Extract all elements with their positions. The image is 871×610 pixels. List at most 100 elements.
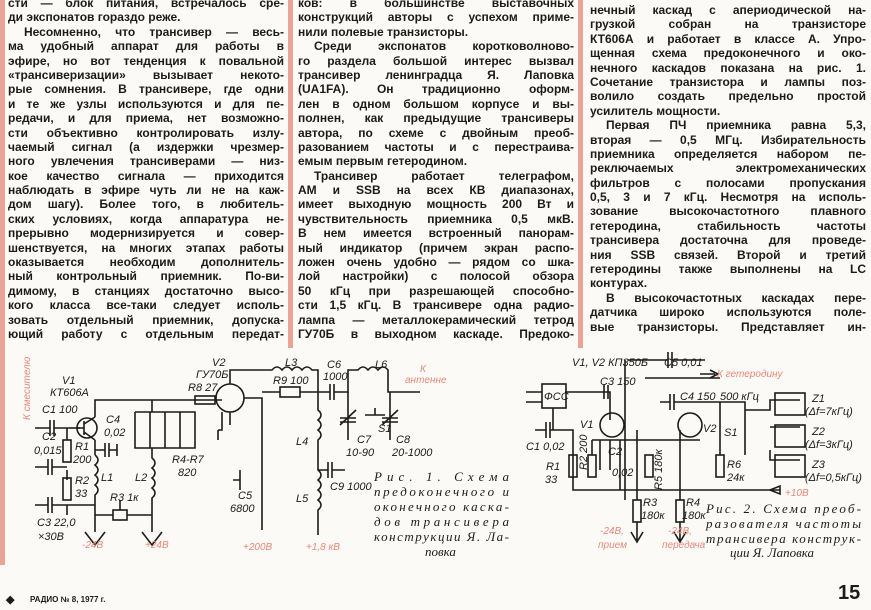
- c2-value: 0,02: [612, 467, 633, 479]
- c2-label: C2: [42, 431, 56, 443]
- c9-label: C9 1000: [330, 481, 372, 493]
- s1-label: S1: [378, 423, 391, 435]
- text-line: усилитель мощности.: [590, 103, 721, 118]
- text-line: AM и SSB на всех КВ диапазонах,: [298, 183, 574, 198]
- c5-label: C5: [238, 490, 253, 502]
- left-margin-bar: [0, 0, 5, 565]
- text-line: ющий работу с отдельным передат-: [8, 326, 284, 341]
- text-line: ложен очень удобно — рядом со шка-: [298, 255, 574, 270]
- text-line: прерывно модернизируется и совер-: [8, 226, 284, 241]
- receive-label: прием: [598, 540, 627, 551]
- z2-label: Z2: [811, 426, 825, 438]
- text-line: «трансиверизации» вызывает некото-: [8, 67, 284, 82]
- text-line: го раздела большой интерес вызвал: [298, 53, 574, 68]
- z2-bandwidth: (Δf=3кГц): [805, 439, 853, 451]
- text-line: лампа — металлокерамический тетрод: [298, 312, 574, 327]
- s1-label: S1: [724, 427, 737, 439]
- figure-1-caption-line: Рис. 1. Схема: [373, 469, 510, 484]
- plus-200v-label: +200В: [243, 542, 273, 553]
- c4-label: C4: [106, 414, 120, 426]
- text-line: гетеродины также выполнены на LC: [590, 262, 866, 277]
- c6-label: C6: [327, 359, 342, 371]
- r1-value: 33: [545, 474, 558, 486]
- text-line: полнен, как предыдущие трансиверы: [298, 111, 574, 126]
- r6-value: 24к: [726, 472, 745, 484]
- text-line: имеет выходную мощность 200 Вт и: [298, 197, 574, 212]
- l6-label: L6: [375, 359, 388, 371]
- c7-label: C7: [357, 434, 372, 446]
- text-line: волило создать предельно простой: [590, 89, 866, 104]
- text-line: конструкций авторы с успехом приме-: [298, 10, 574, 25]
- text-line: В нем имеется встроенный панорам-: [298, 226, 574, 241]
- transistors-label: V1, V2 КП350Б: [572, 357, 648, 369]
- text-line: ГУ70Б в выходном каскаде. Предоко-: [298, 326, 574, 341]
- c3-label: C3 22,0: [37, 517, 76, 529]
- text-line: лой настройки) с полосой обзора: [298, 269, 574, 284]
- r4-label: R4: [686, 497, 700, 509]
- text-line: автора, по схеме с двойным преоб-: [298, 125, 574, 140]
- text-line: Первая ПЧ приемника равна 5,3,: [606, 118, 866, 133]
- text-line: димому, в станциях достаточно высо-: [8, 283, 284, 298]
- figure-2-caption-line: разователя частоты: [705, 516, 861, 531]
- c1-label: C1 100: [42, 404, 78, 416]
- text-line: КТ606А и работает в классе А. Упро-: [590, 31, 866, 46]
- r5-label: R5 180к: [653, 449, 665, 490]
- text-line: нечный каскад с апериодической на-: [590, 3, 866, 17]
- text-line: ния SSB связей. Второй и третий: [590, 247, 866, 262]
- text-line: сти — блок питания, встречалось сре-: [8, 0, 284, 10]
- l4-label: L4: [296, 436, 308, 448]
- l1-label: L1: [101, 472, 113, 484]
- text-line: кое качество сигнала — приходится: [8, 168, 284, 183]
- z3-bandwidth: (Δf=0,5кГц): [805, 472, 862, 484]
- text-line: вторая — 0,5 МГц. Избирательность: [590, 132, 866, 147]
- r4-r7-value: 820: [178, 467, 197, 479]
- c8-value: 20-1000: [391, 447, 433, 459]
- text-line: ма удобный аппарат для работы в: [8, 39, 284, 54]
- text-line: щенная схема предоконечного и око-: [590, 46, 866, 61]
- c3-label: C3 150: [600, 376, 636, 388]
- c7-value: 10-90: [346, 447, 375, 459]
- minus-24v-label: -24В: [82, 540, 103, 551]
- text-line: грузкой собран на транзисторе: [590, 17, 866, 32]
- receive-voltage-label: -24В,: [600, 526, 624, 537]
- text-line: 50 кГц при разрешающей способно-: [298, 283, 574, 298]
- transmit-voltage-label: -24В,: [668, 526, 692, 537]
- r1-label: R1: [546, 461, 560, 473]
- page-number: 15: [838, 582, 861, 604]
- v1-label: V1: [62, 375, 75, 387]
- c1-label: C1 0,02: [526, 441, 565, 453]
- text-line: наблюдать в эфире чуть ли не на каж-: [8, 183, 284, 198]
- r1-value: 200: [72, 454, 92, 466]
- text-line: ков: в большинстве выставочных: [298, 0, 574, 10]
- text-line: Среди экспонатов коротковолново-: [314, 39, 574, 54]
- c6-value: 1000: [323, 371, 348, 383]
- v1-type-label: КТ606А: [50, 387, 89, 399]
- r2-value: 33: [75, 488, 88, 500]
- text-line: лен в одном большом корпусе и вы-: [298, 96, 574, 111]
- text-line: датчика широко используются поле-: [590, 305, 866, 320]
- to-antenna-label: антенне: [405, 375, 447, 386]
- c5-label: C5 0,01: [664, 357, 703, 369]
- r2-label: R2 200: [578, 434, 590, 470]
- footer-magazine-issue: РАДИО № 8, 1977 г.: [30, 595, 106, 604]
- c2-value: 0,015: [34, 445, 62, 457]
- c2-label: C2: [608, 446, 622, 458]
- text-line: фильтров с полосами пропускания: [590, 175, 866, 190]
- transmit-label: передача: [662, 540, 706, 551]
- figure-1-caption-line: конструкции Я. Ла-: [374, 529, 509, 544]
- r8-label: R8 27: [188, 382, 218, 394]
- l3-label: L3: [285, 357, 298, 369]
- text-line: реключаемых электромеханических: [590, 161, 866, 176]
- figure-1-caption-line: дов трансивера: [374, 514, 510, 529]
- c8-label: C8: [396, 434, 411, 446]
- r3-label: R3: [643, 497, 658, 509]
- text-line: эфире, но вот тенденция к повальной: [8, 53, 284, 68]
- r3-value: 180к: [641, 510, 665, 522]
- c5-value: 6800: [230, 503, 255, 515]
- footer-diamond-icon: ◆: [6, 594, 15, 606]
- r3-label: R3 1к: [110, 492, 139, 504]
- r4-value: 180к: [682, 510, 706, 522]
- text-line: разованием частоты и с перестраива-: [298, 139, 574, 154]
